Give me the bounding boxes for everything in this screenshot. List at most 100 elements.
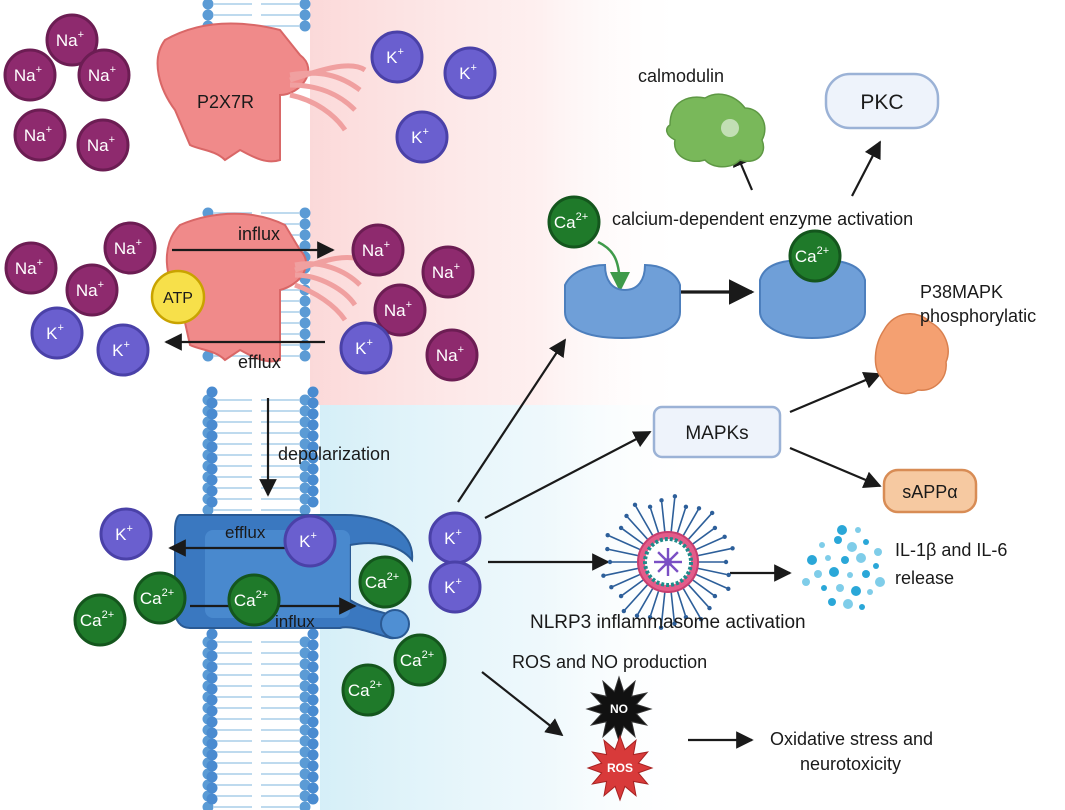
lipid-head [299, 9, 311, 21]
cytokine-dot [834, 536, 842, 544]
lipid-head [206, 672, 218, 684]
lipid-head [307, 771, 319, 783]
lipid-head [307, 386, 319, 398]
p38mapk-label-line2: phosphorylatic [920, 306, 1036, 326]
lipid-head [307, 496, 319, 508]
channel-efflux-label: efflux [225, 523, 266, 542]
cytokine-dot [875, 577, 885, 587]
oxidative-line1: Oxidative stress and [770, 729, 933, 749]
lipid-head [206, 628, 218, 640]
ions-layer: Na+Na+Na+Na+Na+K+K+K+Na+Na+Na+K+K+Na+Na+… [3, 13, 842, 717]
sodium-ion: Na+ [4, 241, 58, 295]
lipid-head [206, 419, 218, 431]
lipid-head [299, 0, 311, 10]
lipid-head [307, 628, 319, 640]
lipid-head [206, 738, 218, 750]
potassium-ion: K+ [370, 30, 424, 84]
sappa-label: sAPPα [902, 482, 957, 502]
lipid-head [307, 485, 319, 497]
lipid-head [307, 793, 319, 805]
cytokine-dot [843, 599, 853, 609]
lipid-head [206, 452, 218, 464]
calcium-ion: Ca2+ [358, 555, 412, 609]
cytokine-dot [828, 598, 836, 606]
p38mapk-protein: P38MAPK phosphorylatic [874, 282, 1036, 395]
lipid-head [299, 229, 311, 241]
ion-label: Na+ [436, 344, 464, 365]
sodium-ion: Na+ [45, 13, 99, 67]
to-pkc-arrow [851, 140, 881, 197]
ion-label: Na+ [14, 64, 42, 85]
calcium-enzyme-label: calcium-dependent enzyme activation [612, 209, 913, 229]
cytokine-dot [814, 570, 822, 578]
lipid-head [307, 738, 319, 750]
calcium-ion: Ca2+ [788, 229, 842, 283]
cytokine-dot [873, 563, 879, 569]
lipid-head [206, 441, 218, 453]
lipid-head [202, 0, 214, 10]
cytokine-dot [863, 539, 869, 545]
to-ros-arrow [481, 671, 564, 737]
nlrp3-label: NLRP3 inflammasome activation [530, 612, 806, 633]
ros-badge-label: ROS [607, 761, 633, 775]
lipid-head [299, 306, 311, 318]
sodium-ion: Na+ [3, 48, 57, 102]
lipid-head [206, 716, 218, 728]
to-sappa-arrow [789, 446, 882, 488]
lipid-head [299, 295, 311, 307]
lipid-head [206, 771, 218, 783]
cytokine-dot [829, 567, 839, 577]
lipid-head [206, 650, 218, 662]
lipid-head [206, 474, 218, 486]
lipid-head [307, 408, 319, 420]
lipid-head [307, 705, 319, 717]
receptor-label: P2X7R [197, 92, 254, 112]
calcium-ion: Ca2+ [547, 195, 601, 249]
lipid-head [307, 727, 319, 739]
arrows [164, 140, 882, 749]
lipid-head [206, 661, 218, 673]
lipid-head [202, 9, 214, 21]
potassium-ion: K+ [30, 306, 84, 360]
lipid-head [299, 218, 311, 230]
cytokine-dot [841, 556, 849, 564]
lipid-head [307, 463, 319, 475]
calcium-ion: Ca2+ [227, 573, 281, 627]
lipid-head [307, 419, 319, 431]
calcium-ion: Ca2+ [393, 633, 447, 687]
calcium-ion: Ca2+ [341, 663, 395, 717]
cytokine-dot [859, 604, 865, 610]
sodium-ion: Na+ [103, 221, 157, 275]
lipid-head [307, 760, 319, 772]
ion-label: Na+ [24, 124, 52, 145]
lipid-head [307, 650, 319, 662]
cytokine-dot [867, 589, 873, 595]
lipid-head [206, 639, 218, 651]
ion-label: Na+ [88, 64, 116, 85]
lipid-head [299, 328, 311, 340]
intracellular-zone [320, 405, 700, 810]
depolarization-label: depolarization [278, 444, 390, 464]
ion-label: Na+ [362, 239, 390, 260]
lipid-head [307, 452, 319, 464]
lipid-head [206, 749, 218, 761]
calcium-ion: Ca2+ [133, 571, 187, 625]
lipid-head [206, 782, 218, 794]
influx-label: influx [238, 224, 280, 244]
lipid-head [307, 672, 319, 684]
p2x7r-receptor-closed: P2X7R [156, 22, 367, 163]
lipid-head [206, 408, 218, 420]
cytokine-dot [837, 525, 847, 535]
sodium-ion: Na+ [76, 118, 130, 172]
lipid-head [206, 694, 218, 706]
lipid-head [307, 749, 319, 761]
ion-label: Na+ [56, 29, 84, 50]
lipid-head [307, 441, 319, 453]
lipid-head [206, 683, 218, 695]
to-enzyme-arrow [457, 338, 566, 503]
cytokine-dot [802, 578, 810, 586]
lipid-head [299, 240, 311, 252]
lipid-head [307, 474, 319, 486]
